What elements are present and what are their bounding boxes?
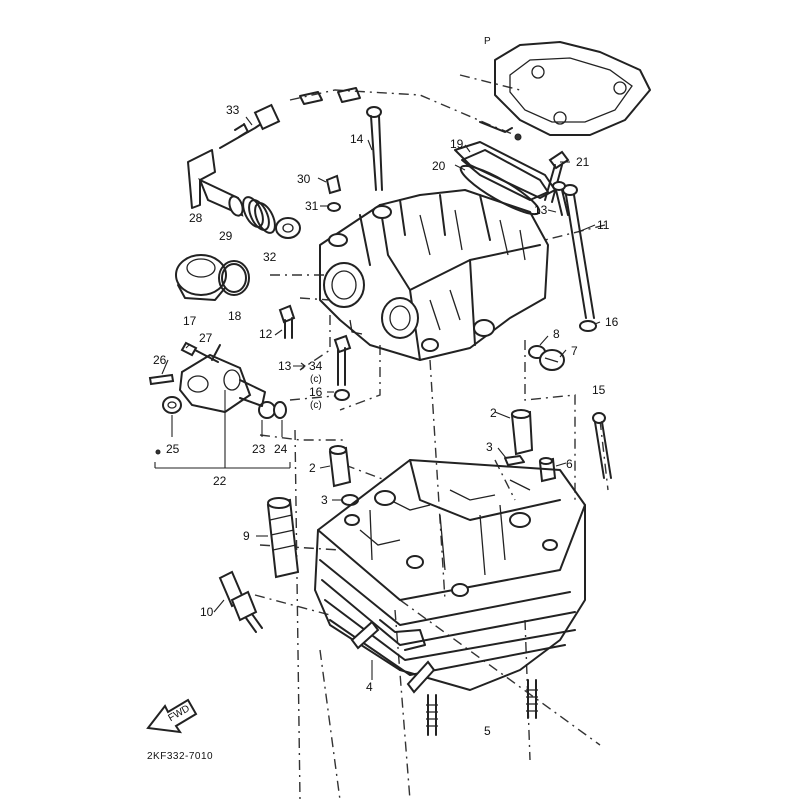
dowel-pin-4-right — [406, 660, 436, 694]
label-22: 22 — [213, 474, 227, 488]
label-25: 25 — [166, 442, 180, 456]
label-16-right: 16 — [605, 315, 619, 329]
bolt-11 — [552, 181, 595, 319]
label-5: 5 — [484, 724, 491, 738]
label-9: 9 — [243, 529, 250, 543]
washers-30-31 — [325, 174, 342, 212]
label-27: 27 — [199, 331, 213, 345]
label-31: 31 — [305, 199, 319, 213]
valve-guide-2-upper — [510, 409, 534, 456]
spring-29 — [242, 196, 276, 234]
stud-5-right — [526, 679, 538, 719]
part-labels: P 33 14 19 20 21 30 31 13 11 28 29 32 17… — [153, 36, 619, 738]
bolt-15 — [592, 412, 612, 479]
spark-plug-10 — [218, 570, 263, 633]
label-c-upper: (c) — [310, 374, 322, 385]
label-7: 7 — [571, 344, 578, 358]
o-ring-18 — [218, 260, 250, 296]
assembly-lines — [254, 74, 609, 800]
stud-5-left — [426, 694, 438, 736]
decompression-cable — [219, 87, 522, 149]
decompression-lever — [187, 149, 244, 217]
label-28: 28 — [189, 211, 203, 225]
leader-lines — [161, 116, 601, 680]
label-33: 33 — [226, 103, 240, 117]
label-26: 26 — [153, 353, 167, 367]
clip-3-upper — [504, 455, 525, 466]
washer-32 — [275, 217, 301, 239]
bolt-12 — [278, 304, 296, 339]
label-32: 32 — [263, 250, 277, 264]
label-24: 24 — [274, 442, 288, 456]
bolt-14 — [366, 106, 383, 191]
label-2-lower: 2 — [309, 461, 316, 475]
label-8: 8 — [553, 327, 560, 341]
label-20: 20 — [432, 159, 446, 173]
label-18: 18 — [228, 309, 242, 323]
label-11: 11 — [597, 218, 610, 232]
dowel-pin-4-left — [350, 620, 380, 650]
cylinder-head — [314, 459, 586, 691]
cap-17 — [175, 254, 227, 301]
label-4: 4 — [366, 680, 373, 694]
label-19: 19 — [450, 137, 464, 151]
washer-16-right — [579, 320, 597, 332]
label-3-lower: 3 — [321, 493, 328, 507]
label-23: 23 — [252, 442, 266, 456]
cylinder-head-gasket — [494, 41, 651, 136]
label-10: 10 — [200, 605, 214, 619]
intake-joint-9 — [266, 497, 300, 579]
label-17: 17 — [183, 314, 197, 328]
plug-7 — [539, 349, 565, 371]
label-15: 15 — [592, 383, 606, 397]
label-29: 29 — [219, 229, 233, 243]
label-c-lower: (c) — [310, 400, 322, 411]
label-16-left: 16 — [309, 385, 323, 399]
label-13-top: 13 — [534, 203, 548, 217]
bolt-34 — [333, 334, 352, 401]
label-6: 6 — [566, 457, 573, 471]
front-direction-arrow: FWD — [146, 698, 198, 734]
valve-guide-2-lower — [328, 445, 352, 488]
cam-chain-tensioner — [148, 341, 291, 469]
label-2-upper: 2 — [490, 406, 497, 420]
label-12: 12 — [259, 327, 273, 341]
clip-3-lower — [341, 494, 359, 506]
label-14: 14 — [350, 132, 364, 146]
label-34: 34 — [309, 359, 323, 373]
cylinder-head-cover — [319, 189, 549, 361]
label-P: P — [484, 36, 491, 47]
diagram-code: 2KF332-7010 — [147, 751, 213, 762]
label-3-upper: 3 — [486, 440, 493, 454]
label-13-left: 13 — [278, 359, 292, 373]
label-21: 21 — [576, 155, 590, 169]
label-30: 30 — [297, 172, 311, 186]
